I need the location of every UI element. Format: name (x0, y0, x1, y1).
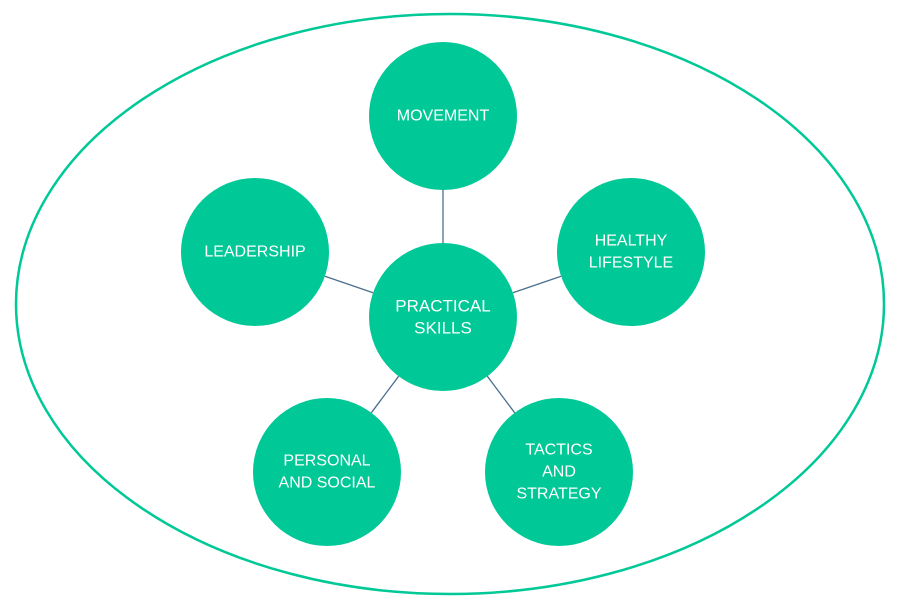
node-label-practical-skills-line-1: PRACTICAL (395, 297, 490, 316)
outer-ellipse (14, 12, 886, 596)
node-circle-practical-skills (369, 243, 517, 391)
node-label-healthy-lifestyle-line-1: HEALTHY (595, 233, 668, 250)
node-circle-movement (369, 42, 517, 190)
connectors (324, 190, 562, 414)
connector-personal-and-social (370, 375, 400, 414)
node-tactics-and-strategy: TACTICS AND STRATEGY (485, 398, 633, 546)
node-practical-skills: PRACTICAL SKILLS (369, 243, 517, 391)
node-movement: MOVEMENT (369, 42, 517, 190)
node-label-tactics-and-strategy-line-3: STRATEGY (516, 486, 601, 503)
node-label-practical-skills-line-2: SKILLS (414, 319, 472, 338)
node-label-movement-line-1: MOVEMENT (397, 108, 490, 125)
node-circle-personal-and-social (253, 398, 401, 546)
node-personal-and-social: PERSONAL AND SOCIAL (253, 398, 401, 546)
connector-tactics-and-strategy (486, 375, 516, 414)
node-circle-tactics-and-strategy (485, 398, 633, 546)
node-label-personal-and-social-line-2: AND SOCIAL (279, 475, 376, 492)
node-circle-leadership (181, 178, 329, 326)
node-label-healthy-lifestyle-line-2: LIFESTYLE (589, 255, 673, 272)
node-circle-healthy-lifestyle (557, 178, 705, 326)
node-leadership: LEADERSHIP (181, 178, 329, 326)
node-label-personal-and-social-line-1: PERSONAL (283, 453, 370, 470)
node-label-tactics-and-strategy-line-1: TACTICS (525, 442, 592, 459)
node-label-leadership-line-1: LEADERSHIP (204, 244, 305, 261)
nodes: PRACTICAL SKILLS MOVEMENT HEALTHY LIFESTYLE T… (181, 42, 705, 546)
connector-leadership (324, 275, 374, 294)
connector-healthy-lifestyle (512, 275, 562, 294)
node-label-tactics-and-strategy-line-2: AND (542, 464, 576, 481)
node-healthy-lifestyle: HEALTHY LIFESTYLE (557, 178, 705, 326)
